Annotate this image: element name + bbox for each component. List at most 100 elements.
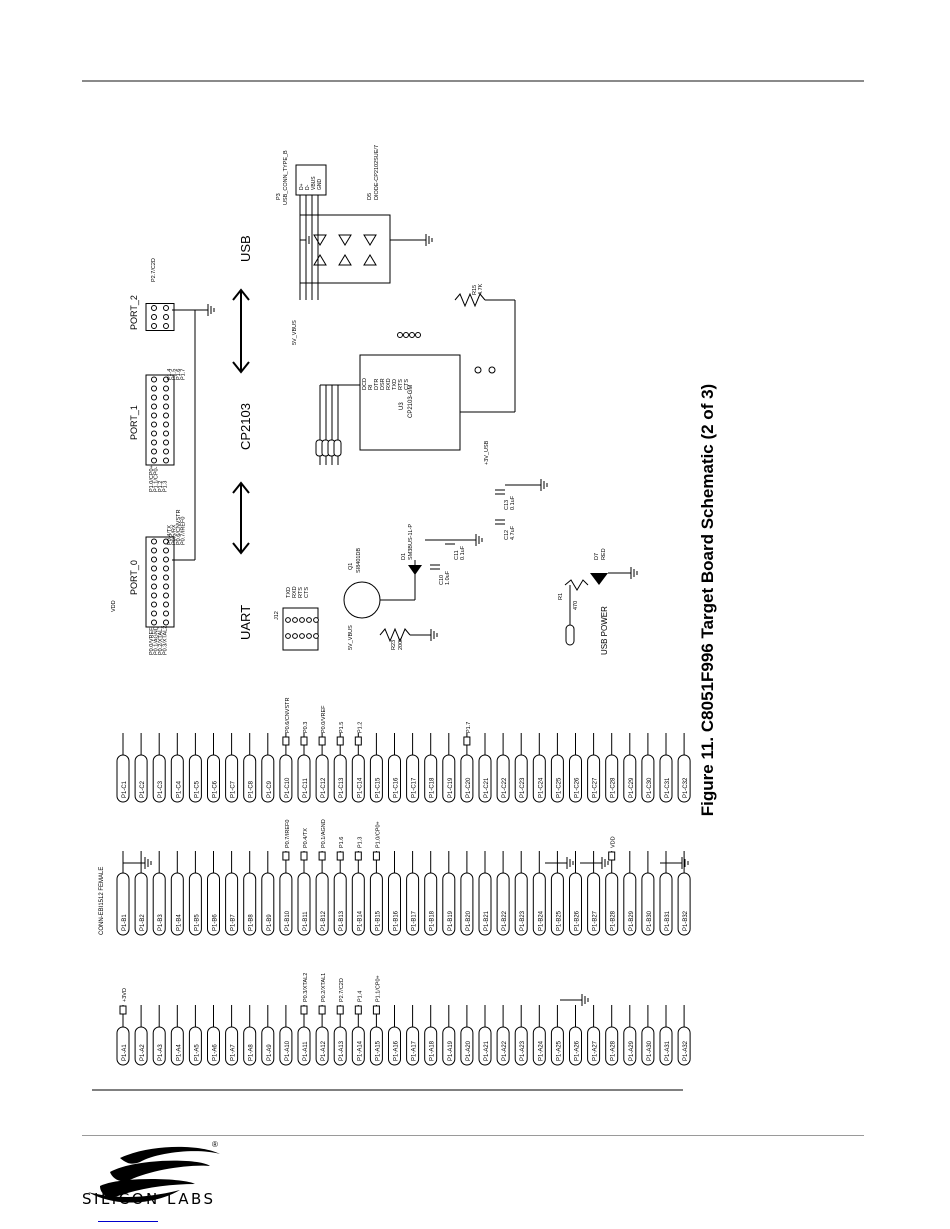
d5-name: DIODE-CP2102SUE/7 xyxy=(374,145,380,200)
usb-pin-label: D- xyxy=(305,184,311,190)
connector-pin-label: P1-A6 xyxy=(213,1044,219,1061)
net-flag-label: P0.4/TX xyxy=(303,828,309,848)
port0-label: PORT_0 xyxy=(129,560,139,595)
cp2103-label: CP2103 xyxy=(238,403,253,450)
esd-diode xyxy=(338,254,352,266)
net-flag xyxy=(282,851,290,861)
header-pin xyxy=(151,565,157,572)
header-pin xyxy=(163,538,169,545)
connector-pin-label: P1-B14 xyxy=(357,910,363,931)
net-flag-label: P0.7/IREF0 xyxy=(285,820,291,848)
net-flag xyxy=(318,736,326,746)
connector-pin-label: P1-A14 xyxy=(357,1040,363,1061)
uart-cp2103-arrow-head-top xyxy=(232,481,250,494)
connector-pin-label: P1-A21 xyxy=(484,1040,490,1061)
net-flag xyxy=(372,1005,380,1015)
net-flag-label: P1.4 xyxy=(357,991,363,1002)
usb-label: USB xyxy=(238,235,253,262)
esd-diode xyxy=(363,254,377,266)
connector-pin-label: P1-A29 xyxy=(629,1040,635,1061)
d7-ref: D7 xyxy=(594,553,600,560)
net-flag xyxy=(300,1005,308,1015)
header-pin xyxy=(163,556,169,563)
u3-pin-label: RTS xyxy=(398,379,404,390)
connector-pin-label: P1-C32 xyxy=(683,777,689,798)
net-flag-label: P0.3/XTAL2 xyxy=(303,973,309,1002)
p3-name: USB_CONN_TYPE_B xyxy=(283,150,289,205)
header-pin xyxy=(151,376,157,383)
connector-pin-label: P1-C28 xyxy=(611,777,617,798)
connector-pin-label: P1-B7 xyxy=(231,914,237,931)
r23-value: 200K xyxy=(398,637,404,650)
bottom-rule xyxy=(82,1135,864,1136)
r23-ref: R23 xyxy=(391,640,397,650)
connector-pin-label: P1-B13 xyxy=(339,910,345,931)
net-flag xyxy=(372,851,380,861)
header-pin xyxy=(163,412,169,419)
connector-pin-label: P1-B15 xyxy=(375,910,381,931)
u3-pin-label: RI xyxy=(368,384,374,390)
esd-diode xyxy=(313,234,327,246)
port2-label: PORT_2 xyxy=(129,295,139,330)
connector-pin-label: P1-A5 xyxy=(194,1044,200,1061)
q1-name: SI8401DB xyxy=(356,548,362,573)
esd-diode xyxy=(363,234,377,246)
net-flag xyxy=(318,851,326,861)
connector-pin-label: P1-A18 xyxy=(430,1040,436,1061)
net-flag xyxy=(300,851,308,861)
port1-pin-label: P1.4 xyxy=(167,369,173,380)
connector-pin-label: P1-C8 xyxy=(249,780,255,798)
connector-pin-label: P1-A11 xyxy=(303,1041,309,1061)
header-pin xyxy=(313,617,319,623)
usb-pin-label: GND xyxy=(317,179,323,191)
header-pin xyxy=(151,403,157,410)
header-pin xyxy=(163,547,169,554)
uart-signal-label: TXD xyxy=(286,587,292,598)
header-pin xyxy=(151,305,157,311)
u3-chip xyxy=(359,354,461,451)
port0-pin-label: P0.0/VREF xyxy=(149,627,155,655)
c13-value: 0.1uF xyxy=(510,495,516,510)
connector-pin-label: P1-C15 xyxy=(375,777,381,798)
connector-pin-label: P1-B28 xyxy=(611,910,617,931)
port0-pin-label: P0.6/CNVSTR xyxy=(176,510,182,545)
header-pin xyxy=(151,457,157,464)
header-pin xyxy=(151,583,157,590)
u3-name: CP2103-GM xyxy=(408,385,414,418)
connector-pin-label: P1-B22 xyxy=(502,910,508,931)
connector-pin-label: P1-B10 xyxy=(285,910,291,931)
connector-pin-label: P1-B3 xyxy=(158,914,164,931)
connector-pin-label: P1-C24 xyxy=(538,777,544,798)
net-flag xyxy=(119,1005,127,1015)
header-pin xyxy=(163,403,169,410)
header-pin xyxy=(151,574,157,581)
usb-pin-label: VBUS xyxy=(311,176,317,190)
uart-cp2103-arrow-head-bottom xyxy=(232,542,250,555)
c13-ref: C13 xyxy=(504,500,510,510)
r1-ref: R1 xyxy=(558,593,564,600)
u3-pin-label: DSR xyxy=(380,378,386,390)
connector-pin-label: P1-B27 xyxy=(593,910,599,931)
net-flag-label: P1.6 xyxy=(339,837,345,848)
connector-pin-label: P1-C29 xyxy=(629,777,635,798)
net-flag-label: P1.1/CP0+ xyxy=(375,975,381,1002)
connector-pin-label: P1-B18 xyxy=(430,910,436,931)
connector-pin-label: P1-C4 xyxy=(176,780,182,798)
silicon-labs-logo xyxy=(88,1146,220,1203)
port0-pin-label: P0.3/XTAL2 xyxy=(163,626,169,655)
cp2103-usb-arrow-head-bottom xyxy=(232,361,250,374)
connector-pin-label: P1-C7 xyxy=(231,780,237,798)
connector-pin-label: P1-A4 xyxy=(176,1044,182,1061)
connector-pin-label: P1-C13 xyxy=(339,777,345,798)
header-pin xyxy=(163,430,169,437)
tp9 xyxy=(474,366,482,374)
header-pin xyxy=(306,633,312,639)
c11-value: 0.1uF xyxy=(460,545,466,560)
connector-pin-label: P1-C1 xyxy=(122,780,128,798)
header-pin xyxy=(151,619,157,626)
header-pin xyxy=(163,592,169,599)
connector-pin-label: P1-A10 xyxy=(285,1040,291,1061)
header-j12 xyxy=(282,607,319,651)
uart-net-flag xyxy=(333,439,342,457)
